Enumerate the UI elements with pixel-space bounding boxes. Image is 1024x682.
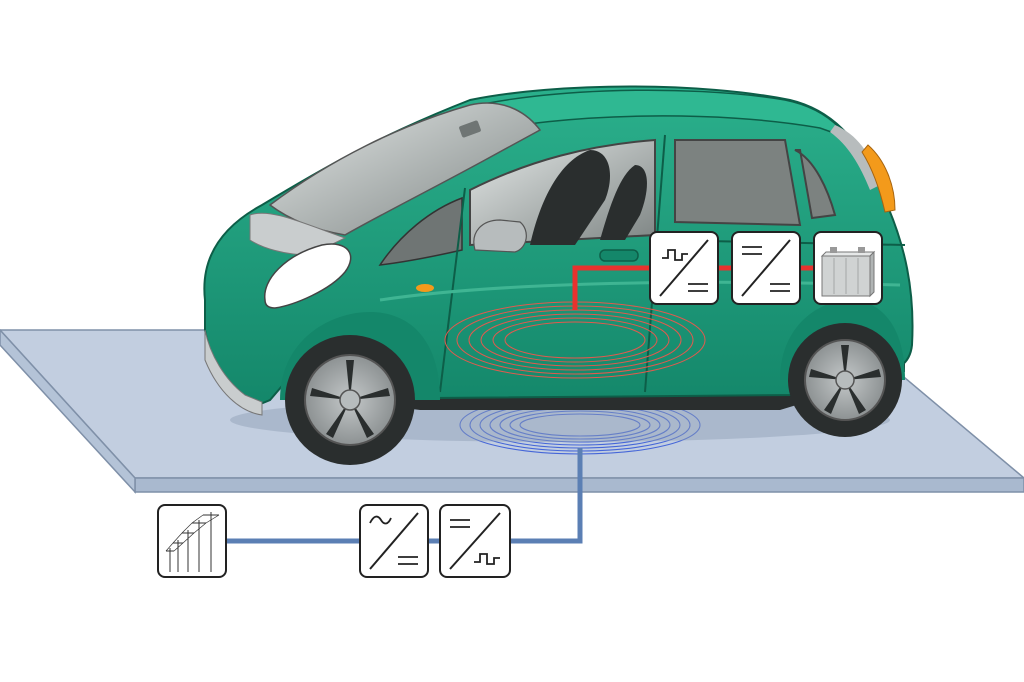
- dc-hf-inverter-block[interactable]: [439, 504, 511, 578]
- ac-dc-converter-icon: [369, 515, 418, 565]
- car-back-window: [794, 149, 837, 220]
- rear-view-mirror: [459, 120, 481, 138]
- car-windshield: [268, 102, 542, 236]
- battery-icon: [820, 247, 876, 298]
- car-side-crease: [379, 280, 901, 302]
- car-roof: [427, 89, 851, 140]
- electric-car: [203, 85, 914, 465]
- ground-power-link: [226, 448, 583, 544]
- dc-hf-inverter-icon: [450, 519, 500, 565]
- car-vent-window: [378, 196, 463, 266]
- power-grid-block[interactable]: [157, 504, 227, 578]
- rear-wheel: [780, 300, 905, 437]
- car-seat-rear: [600, 165, 647, 240]
- hf-dc-rectifier-icon: [662, 249, 708, 292]
- car-seat-front: [530, 150, 610, 245]
- dc-dc-converter-block[interactable]: [731, 231, 801, 305]
- car-front-bumper: [204, 329, 263, 416]
- dc-dc-converter-icon: [742, 246, 790, 292]
- ac-dc-converter-block[interactable]: [359, 504, 429, 578]
- front-wheel: [280, 312, 440, 465]
- hf-dc-rectifier-block[interactable]: [649, 231, 719, 305]
- car-headlight: [264, 243, 352, 309]
- car-door-handle: [599, 249, 639, 262]
- car-rear-window: [674, 139, 802, 227]
- rear-indicator: [861, 144, 896, 213]
- power-grid-icon: [165, 512, 220, 572]
- car-side-mirror: [473, 219, 527, 253]
- vehicle-power-link: [572, 265, 814, 310]
- front-indicator: [416, 284, 434, 292]
- ground-pad-left-edge: [0, 328, 136, 494]
- car-rear-trim: [830, 125, 880, 190]
- battery-block[interactable]: [813, 231, 883, 305]
